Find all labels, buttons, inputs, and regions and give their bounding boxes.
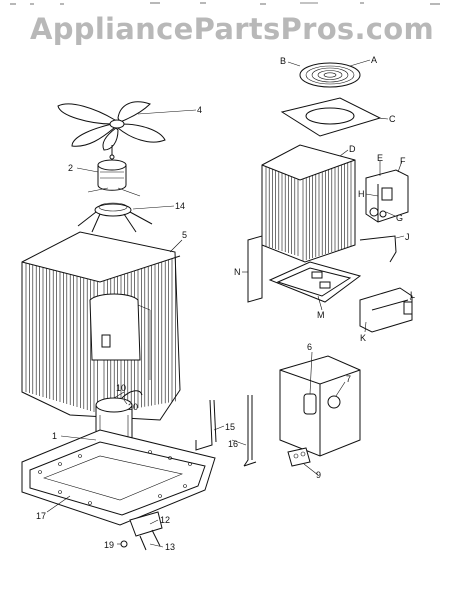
callout-J: J xyxy=(405,232,410,242)
callout-5: 5 xyxy=(182,230,187,240)
fan-blade xyxy=(57,101,166,151)
side-panel xyxy=(247,235,263,303)
callout-M: M xyxy=(317,310,325,320)
callout-14: 14 xyxy=(175,201,185,211)
fan-motor xyxy=(87,145,141,197)
callout-15: 15 xyxy=(225,422,235,432)
callout-B: B xyxy=(280,56,286,66)
leader-lines xyxy=(46,59,412,548)
callout-6: 6 xyxy=(307,342,312,352)
callout-E: E xyxy=(377,153,383,163)
mounting-bracket xyxy=(359,287,413,333)
watermark: AppliancePartsPros.com xyxy=(29,12,435,46)
callout-1: 1 xyxy=(52,431,57,441)
refrigerant-tubing xyxy=(195,395,257,467)
callout-L: L xyxy=(410,290,415,300)
condenser-coil xyxy=(21,231,181,421)
callout-2: 2 xyxy=(68,163,73,173)
callout-N: N xyxy=(234,267,241,277)
callout-12: 12 xyxy=(160,515,170,525)
top-panel xyxy=(280,97,382,137)
callout-F: F xyxy=(400,156,406,166)
callout-D: D xyxy=(349,144,356,154)
callout-16: 16 xyxy=(228,439,238,449)
callout-19: 19 xyxy=(104,540,114,550)
top-edge-marks xyxy=(10,2,440,5)
control-compartment xyxy=(279,355,361,467)
callout-9: 9 xyxy=(316,470,321,480)
wire-harness xyxy=(359,235,397,263)
callout-4: 4 xyxy=(197,105,202,115)
callout-A: A xyxy=(371,55,377,65)
callout-13: 13 xyxy=(165,542,175,552)
callout-7: 7 xyxy=(346,374,351,384)
callout-labels: 4 2 14 5 10 20 1 15 16 17 12 19 13 B A C… xyxy=(36,55,415,552)
callout-17: 17 xyxy=(36,511,46,521)
callout-H: H xyxy=(358,189,365,199)
right-base-pan xyxy=(268,261,362,303)
coil-guard xyxy=(261,144,356,263)
callout-C: C xyxy=(389,114,396,124)
callout-K: K xyxy=(360,333,366,343)
motor-mount-ring xyxy=(77,202,153,233)
base-pan xyxy=(21,429,216,526)
control-box xyxy=(365,169,409,223)
fan-grille xyxy=(299,62,361,88)
contactor-bracket xyxy=(120,511,163,551)
callout-10: 10 xyxy=(116,383,126,393)
callout-20: 20 xyxy=(128,402,138,412)
callout-G: G xyxy=(396,213,403,223)
